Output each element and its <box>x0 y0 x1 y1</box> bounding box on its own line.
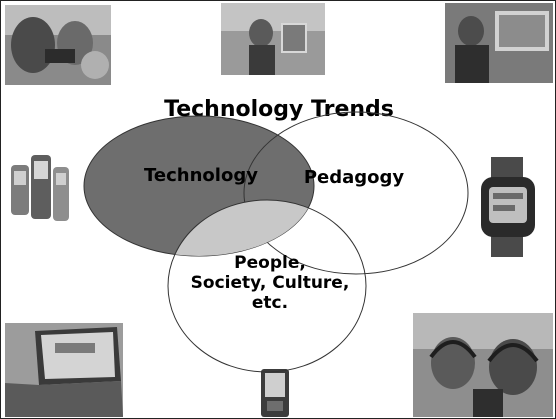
photo-students-with-headsets <box>413 313 553 417</box>
photo-laptop <box>5 323 123 417</box>
photo-mobile-phones <box>7 151 71 231</box>
photo-people-with-devices <box>5 5 111 85</box>
venn-label-pedagogy: Pedagogy <box>303 167 405 188</box>
venn-label-people-line-1: People, <box>234 253 306 273</box>
venn-label-people-line-2: Society, Culture, <box>190 273 350 294</box>
venn-label-people-line-3: etc. <box>251 293 289 314</box>
venn-circle-pedagogy <box>243 111 469 275</box>
venn-label-technology: Technology <box>144 165 258 186</box>
photo-wrist-watch-device <box>475 157 541 257</box>
photo-man-with-display <box>221 3 325 75</box>
venn-circle-people <box>167 199 367 373</box>
venn-overlap-technology-people <box>168 200 314 256</box>
venn-label-people: People, Society, Culture, etc. <box>161 253 379 313</box>
photo-handheld-device <box>257 367 293 417</box>
photo-presenter-at-screen <box>445 3 553 83</box>
